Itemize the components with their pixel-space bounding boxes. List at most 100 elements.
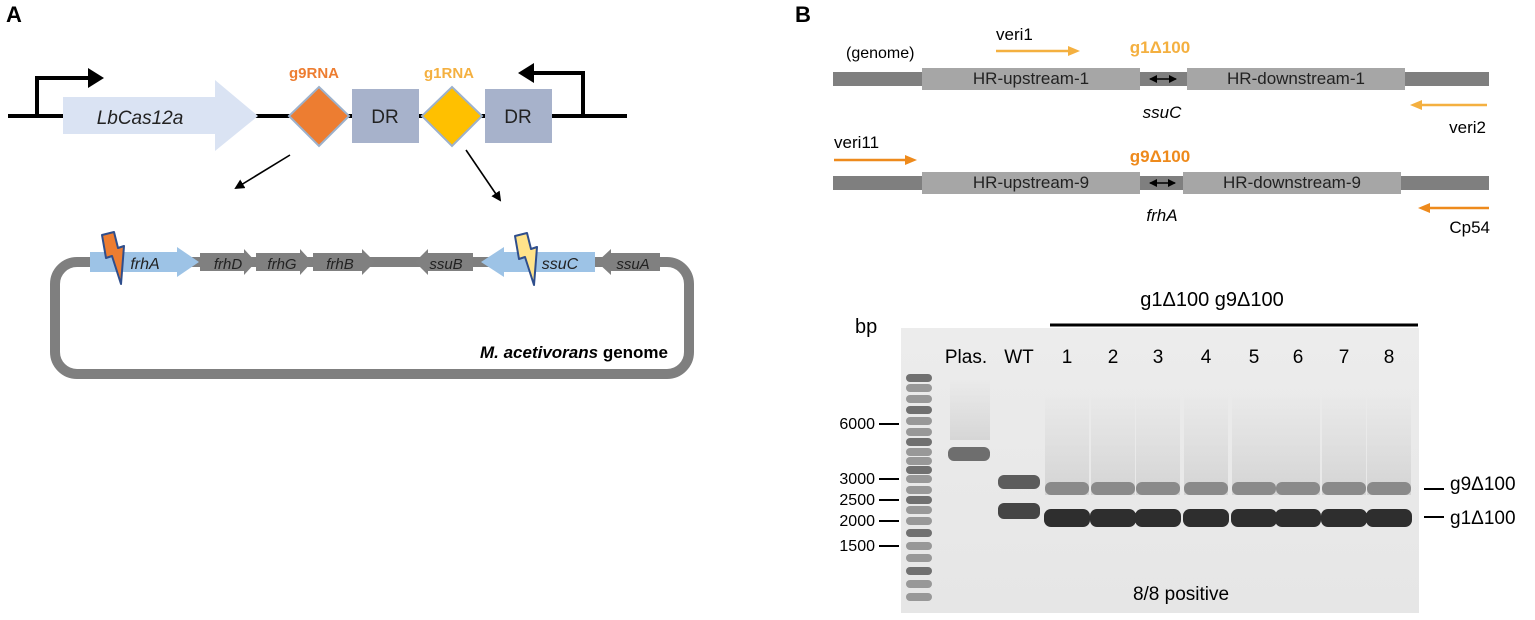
genome-caption: M. acetivorans genome — [480, 343, 668, 362]
lane-label-3: 3 — [1153, 347, 1164, 368]
lane-label-4: 4 — [1201, 347, 1212, 368]
ladder-band — [906, 496, 932, 504]
lane-5-band-upper — [1232, 482, 1276, 495]
promoter-left-arrowhead-icon — [88, 68, 104, 88]
lane-2-smear — [1091, 395, 1135, 495]
gel-ladder — [906, 374, 932, 601]
ladder-band — [906, 475, 932, 483]
ladder-band — [906, 486, 932, 494]
hr-downstream-1-box — [1187, 68, 1405, 90]
veri1-label: veri1 — [996, 25, 1033, 44]
panel-b-label: B — [795, 2, 811, 27]
marker-3000-label: 3000 — [839, 471, 875, 488]
g9d100-title: g9Δ100 — [1130, 147, 1190, 166]
lane-1-band-lower — [1044, 509, 1090, 527]
hr-upstream-9-box — [922, 172, 1140, 194]
ssuc-gene-arrow — [481, 247, 595, 277]
ssua-gene-arrow — [597, 249, 660, 275]
lane-8-smear — [1367, 395, 1411, 495]
ladder-band — [906, 529, 932, 537]
ladder-band — [906, 384, 932, 392]
lane-label-5: 5 — [1249, 347, 1260, 368]
gel-result-label: 8/8 positive — [1133, 584, 1229, 605]
g9rna-spacer — [287, 85, 351, 148]
gel-lanes — [948, 380, 1412, 527]
veri2-primer-head — [1410, 100, 1422, 110]
lane-8-band-upper — [1367, 482, 1411, 495]
ladder-band — [906, 593, 932, 601]
hr-upstream-9-label: HR-upstream-9 — [973, 173, 1089, 192]
g9-target-arrow — [234, 154, 291, 190]
ladder-band — [906, 438, 932, 446]
lane-wt-band-lower — [998, 503, 1040, 519]
veri1-primer-head — [1068, 46, 1080, 56]
lane-7-band-upper — [1322, 482, 1366, 495]
ssua-gene-label: ssuA — [616, 256, 649, 273]
lane-2-band-lower — [1090, 509, 1136, 527]
panel-a-label: A — [6, 2, 22, 27]
frhb-gene-arrow — [313, 249, 375, 275]
hr-upstream-1-label: HR-upstream-1 — [973, 69, 1089, 88]
ladder-band — [906, 542, 932, 550]
ladder-band — [906, 554, 932, 562]
lane-5-smear — [1232, 395, 1276, 495]
lane-3-band-lower — [1135, 509, 1181, 527]
ssub-gene-arrow — [415, 249, 473, 275]
genome-caption-rest: genome — [603, 343, 668, 362]
frhb-gene-label: frhB — [326, 256, 354, 273]
lane-label-6: 6 — [1293, 347, 1304, 368]
lane-label-plas: Plas. — [945, 347, 987, 368]
ladder-band — [906, 395, 932, 403]
lane-7-band-lower — [1321, 509, 1367, 527]
frhg-gene-label: frhG — [267, 256, 297, 273]
ladder-band — [906, 580, 932, 588]
lane-label-wt: WT — [1004, 347, 1034, 368]
veri11-label: veri11 — [834, 133, 879, 152]
ladder-band — [906, 448, 932, 456]
ladder-band — [906, 457, 932, 465]
cut-site-frha-icon — [101, 231, 125, 285]
gel-group-label: g1Δ100 g9Δ100 — [1140, 289, 1284, 311]
genome-label: (genome) — [846, 45, 914, 62]
dr-repeat-1 — [352, 89, 419, 143]
lane-7-smear — [1322, 395, 1366, 495]
frha-gene-label: frhA — [130, 256, 159, 273]
frha-deleted-gene-label: frhA — [1146, 206, 1177, 225]
marker-2000-label: 2000 — [839, 513, 875, 530]
lbcas12a-label: LbCas12a — [97, 108, 184, 129]
ladder-band — [906, 506, 932, 514]
lane-plas-band — [948, 447, 990, 461]
lane-8-band-lower — [1366, 509, 1412, 527]
hr-downstream-9-box — [1183, 172, 1401, 194]
promoter-right-icon — [530, 71, 585, 116]
ladder-band — [906, 567, 932, 575]
promoter-left-icon — [35, 76, 92, 116]
ladder-band — [906, 466, 932, 474]
g1rna-label: g1RNA — [424, 65, 474, 82]
lane-label-8: 8 — [1384, 347, 1395, 368]
gel-lane-labels: Plas. WT 1 2 3 4 5 6 7 8 — [945, 347, 1394, 368]
genome-caption-species: M. acetivorans — [480, 343, 598, 362]
size-markers: 6000 3000 2500 2000 1500 — [839, 416, 899, 555]
lane-6-band-lower — [1275, 509, 1321, 527]
lane-1-smear — [1045, 395, 1089, 495]
g1-target-arrow — [465, 149, 502, 202]
ssuc-gene-label: ssuC — [542, 256, 579, 273]
lane-6-band-upper — [1276, 482, 1320, 495]
lane-6-smear — [1276, 395, 1320, 495]
frhd-gene-arrow — [200, 249, 256, 275]
hr-downstream-1-label: HR-downstream-1 — [1227, 69, 1365, 88]
dr-repeat-2-label: DR — [504, 107, 531, 128]
lane-plas-smear — [950, 380, 990, 440]
lane-3-smear — [1136, 395, 1180, 495]
marker-2500-label: 2500 — [839, 492, 875, 509]
cp54-label: Cp54 — [1449, 218, 1490, 237]
lane-label-1: 1 — [1062, 347, 1073, 368]
ssuc-deleted-gene-label: ssuC — [1143, 103, 1182, 122]
g1d100-title: g1Δ100 — [1130, 38, 1190, 57]
g1-band-label: g1Δ100 — [1450, 508, 1516, 529]
lane-4-band-lower — [1183, 509, 1229, 527]
marker-1500-label: 1500 — [839, 538, 875, 555]
ladder-band — [906, 417, 932, 425]
